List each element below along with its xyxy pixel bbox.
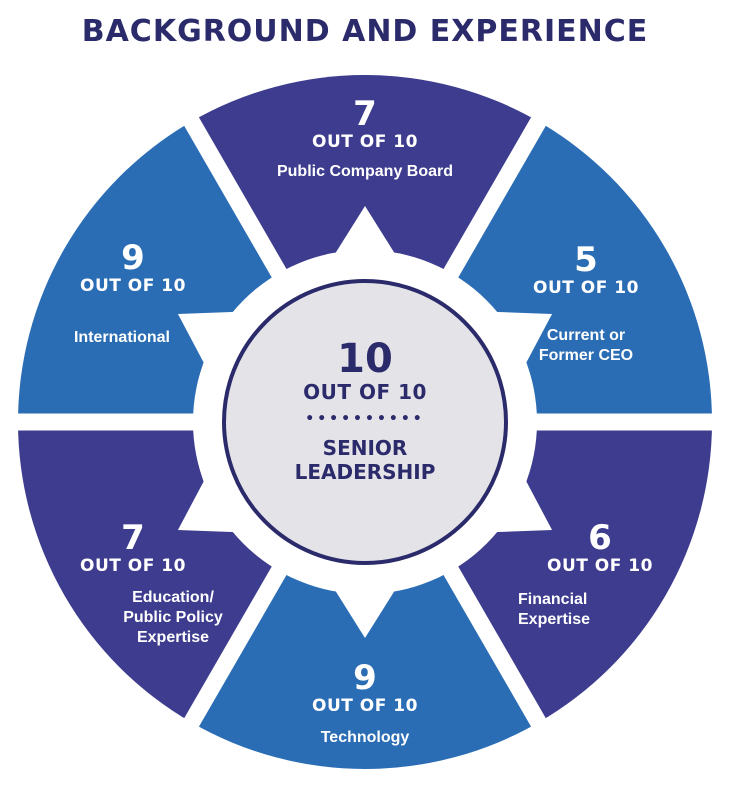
segment-value: 7 — [121, 518, 145, 558]
segment-education-policy: 7 OUT OF 10 Education/ Public Policy Exp… — [23, 520, 243, 648]
segment-out-of: OUT OF 10 — [312, 132, 418, 152]
segment-public-company-board: 7 OUT OF 10 Public Company Board — [255, 96, 475, 182]
dotted-divider: •••••••••• — [305, 411, 425, 427]
segment-value: 5 — [574, 240, 598, 280]
segment-technology: 9 OUT OF 10 Technology — [255, 660, 475, 748]
star-point — [332, 586, 398, 638]
segment-financial: 6 OUT OF 10 Financial Expertise — [490, 520, 710, 630]
segment-label: Financial Expertise — [518, 591, 591, 628]
star-point — [177, 476, 239, 533]
segment-label: International — [73, 329, 170, 346]
segment-out-of: OUT OF 10 — [533, 278, 639, 298]
segment-value: 6 — [588, 518, 612, 558]
segment-out-of: OUT OF 10 — [312, 696, 418, 716]
page-title: BACKGROUND AND EXPERIENCE — [81, 14, 649, 49]
segment-ceo: 5 OUT OF 10 Current or Former CEO — [476, 242, 696, 366]
center-circle — [222, 279, 508, 565]
center-label-line2: LEADERSHIP — [294, 460, 436, 484]
segment-out-of: OUT OF 10 — [547, 556, 653, 576]
segment-value: 9 — [353, 658, 377, 698]
segment-international: 9 OUT OF 10 International — [23, 240, 243, 348]
center-out-of: OUT OF 10 — [303, 380, 427, 404]
star-point — [491, 311, 553, 368]
segment-out-of: OUT OF 10 — [80, 556, 186, 576]
center-senior-leadership: 10 OUT OF 10 •••••••••• SENIOR LEADERSHI… — [225, 338, 505, 484]
segment-label: Technology — [320, 729, 410, 746]
star-point — [177, 311, 239, 368]
segment-label: Current or Former CEO — [538, 327, 634, 364]
segment-label: Public Company Board — [276, 163, 454, 180]
segment-value: 7 — [353, 94, 377, 134]
center-label-line1: SENIOR — [322, 436, 408, 460]
segment-label: Education/ Public Policy Expertise — [123, 589, 223, 646]
center-value: 10 — [337, 336, 393, 382]
star-point — [332, 206, 398, 258]
segment-out-of: OUT OF 10 — [80, 276, 186, 296]
star-point — [491, 476, 553, 533]
segment-value: 9 — [121, 238, 145, 278]
